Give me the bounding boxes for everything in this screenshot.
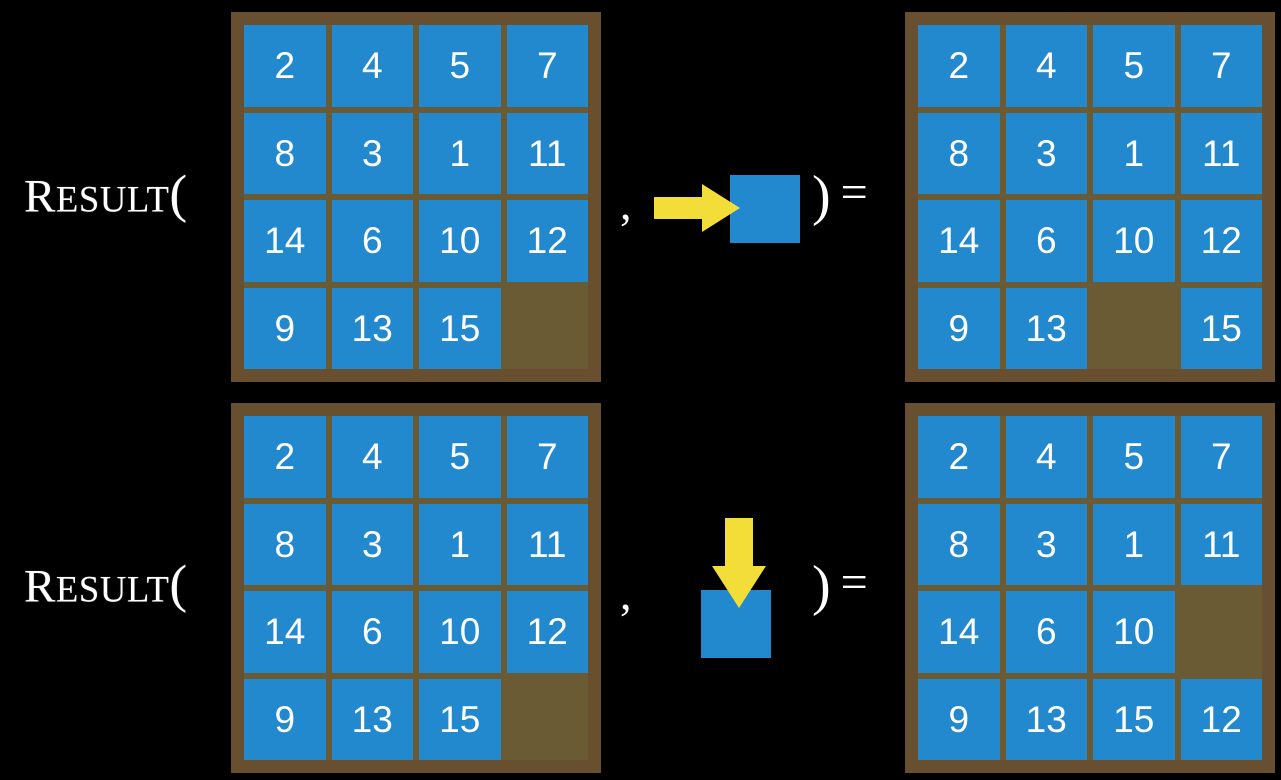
blank-tile-square-right[interactable] bbox=[730, 175, 800, 243]
tile[interactable]: 6 bbox=[1005, 200, 1087, 282]
tile[interactable]: 15 bbox=[1093, 678, 1175, 760]
result-initial-letter: R bbox=[24, 170, 56, 223]
tile[interactable]: 14 bbox=[244, 591, 326, 673]
blank-slot bbox=[507, 679, 589, 761]
tile[interactable]: 5 bbox=[419, 416, 501, 498]
tile[interactable]: 1 bbox=[419, 503, 501, 585]
result-label-bottom: RESULT( bbox=[24, 555, 188, 614]
tile[interactable]: 11 bbox=[1180, 112, 1262, 194]
tile[interactable]: 1 bbox=[1093, 112, 1175, 194]
tile[interactable]: 6 bbox=[1005, 591, 1087, 673]
result-label-top: RESULT( bbox=[24, 165, 188, 224]
equals-sign-top: = bbox=[840, 166, 868, 219]
blank-slot bbox=[1093, 288, 1175, 370]
tile[interactable]: 7 bbox=[1180, 25, 1262, 107]
tile[interactable]: 13 bbox=[1005, 287, 1087, 369]
tile[interactable]: 3 bbox=[331, 503, 413, 585]
tile[interactable]: 11 bbox=[506, 503, 588, 585]
tile[interactable]: 10 bbox=[419, 591, 501, 673]
tile[interactable]: 6 bbox=[331, 591, 413, 673]
tile[interactable]: 8 bbox=[918, 112, 1000, 194]
tile[interactable]: 9 bbox=[918, 678, 1000, 760]
tile[interactable]: 2 bbox=[918, 25, 1000, 107]
open-paren-top: ( bbox=[169, 165, 188, 224]
tile[interactable]: 4 bbox=[1005, 416, 1087, 498]
tile[interactable]: 10 bbox=[1093, 200, 1175, 282]
tile[interactable]: 14 bbox=[244, 200, 326, 282]
result-smallcaps-letters: ESULT bbox=[55, 568, 170, 610]
open-paren-bottom: ( bbox=[169, 555, 188, 614]
tile[interactable]: 5 bbox=[1093, 416, 1175, 498]
tile[interactable]: 14 bbox=[918, 200, 1000, 282]
tile[interactable]: 5 bbox=[1093, 25, 1175, 107]
tile[interactable]: 11 bbox=[506, 112, 588, 194]
tile[interactable]: 11 bbox=[1180, 503, 1262, 585]
input-board-bottom: 2 4 5 7 8 3 1 11 14 6 10 12 9 13 15 bbox=[231, 403, 601, 773]
blank-slot bbox=[1181, 591, 1263, 673]
output-board-top: 2 4 5 7 8 3 1 11 14 6 10 12 9 13 15 bbox=[905, 12, 1275, 382]
tile[interactable]: 10 bbox=[1093, 591, 1175, 673]
tile[interactable]: 9 bbox=[918, 287, 1000, 369]
comma-separator-bottom: , bbox=[620, 568, 632, 619]
arrow-down-icon bbox=[712, 518, 766, 608]
tile[interactable]: 8 bbox=[918, 503, 1000, 585]
tile[interactable]: 9 bbox=[244, 287, 326, 369]
tile[interactable]: 3 bbox=[331, 112, 413, 194]
tile[interactable]: 7 bbox=[506, 25, 588, 107]
tile[interactable]: 4 bbox=[331, 25, 413, 107]
close-paren-top: ) bbox=[812, 165, 831, 227]
tile[interactable]: 15 bbox=[1180, 287, 1262, 369]
tile[interactable]: 15 bbox=[419, 678, 501, 760]
tile[interactable]: 7 bbox=[1180, 416, 1262, 498]
arrow-right-icon bbox=[654, 184, 740, 232]
equation-row-right-move: RESULT( 2 4 5 7 8 3 1 11 14 6 10 12 9 13… bbox=[24, 12, 1275, 382]
equals-sign-bottom: = bbox=[840, 556, 868, 609]
input-board-top: 2 4 5 7 8 3 1 11 14 6 10 12 9 13 15 bbox=[231, 12, 601, 382]
close-paren-bottom: ) bbox=[812, 555, 831, 617]
tile[interactable]: 8 bbox=[244, 112, 326, 194]
tile[interactable]: 2 bbox=[244, 25, 326, 107]
tile[interactable]: 2 bbox=[918, 416, 1000, 498]
tile[interactable]: 13 bbox=[331, 287, 413, 369]
comma-separator-top: , bbox=[620, 178, 632, 229]
tile[interactable]: 8 bbox=[244, 503, 326, 585]
move-down-action[interactable] bbox=[690, 500, 810, 670]
equation-row-down-move: RESULT( 2 4 5 7 8 3 1 11 14 6 10 12 9 13… bbox=[0, 390, 1281, 780]
tile[interactable]: 4 bbox=[331, 416, 413, 498]
tile[interactable]: 1 bbox=[1093, 503, 1175, 585]
tile[interactable]: 3 bbox=[1005, 112, 1087, 194]
tile[interactable]: 14 bbox=[918, 591, 1000, 673]
tile[interactable]: 10 bbox=[419, 200, 501, 282]
tile[interactable]: 15 bbox=[419, 287, 501, 369]
tile[interactable]: 4 bbox=[1005, 25, 1087, 107]
tile[interactable]: 6 bbox=[331, 200, 413, 282]
tile[interactable]: 12 bbox=[1180, 678, 1262, 760]
tile[interactable]: 13 bbox=[331, 678, 413, 760]
tile[interactable]: 7 bbox=[506, 416, 588, 498]
result-initial-letter: R bbox=[24, 560, 56, 613]
move-right-action[interactable] bbox=[650, 170, 810, 250]
tile[interactable]: 12 bbox=[1180, 200, 1262, 282]
tile[interactable]: 12 bbox=[506, 591, 588, 673]
close-paren-equals-top: )= bbox=[812, 168, 868, 224]
tile[interactable]: 5 bbox=[419, 25, 501, 107]
tile[interactable]: 2 bbox=[244, 416, 326, 498]
close-paren-equals-bottom: )= bbox=[812, 558, 868, 614]
tile[interactable]: 9 bbox=[244, 678, 326, 760]
tile[interactable]: 13 bbox=[1005, 678, 1087, 760]
tile[interactable]: 3 bbox=[1005, 503, 1087, 585]
tile[interactable]: 1 bbox=[419, 112, 501, 194]
blank-slot bbox=[507, 288, 589, 370]
result-smallcaps-letters: ESULT bbox=[55, 178, 170, 220]
output-board-bottom: 2 4 5 7 8 3 1 11 14 6 10 9 13 15 12 bbox=[905, 403, 1275, 773]
tile[interactable]: 12 bbox=[506, 200, 588, 282]
